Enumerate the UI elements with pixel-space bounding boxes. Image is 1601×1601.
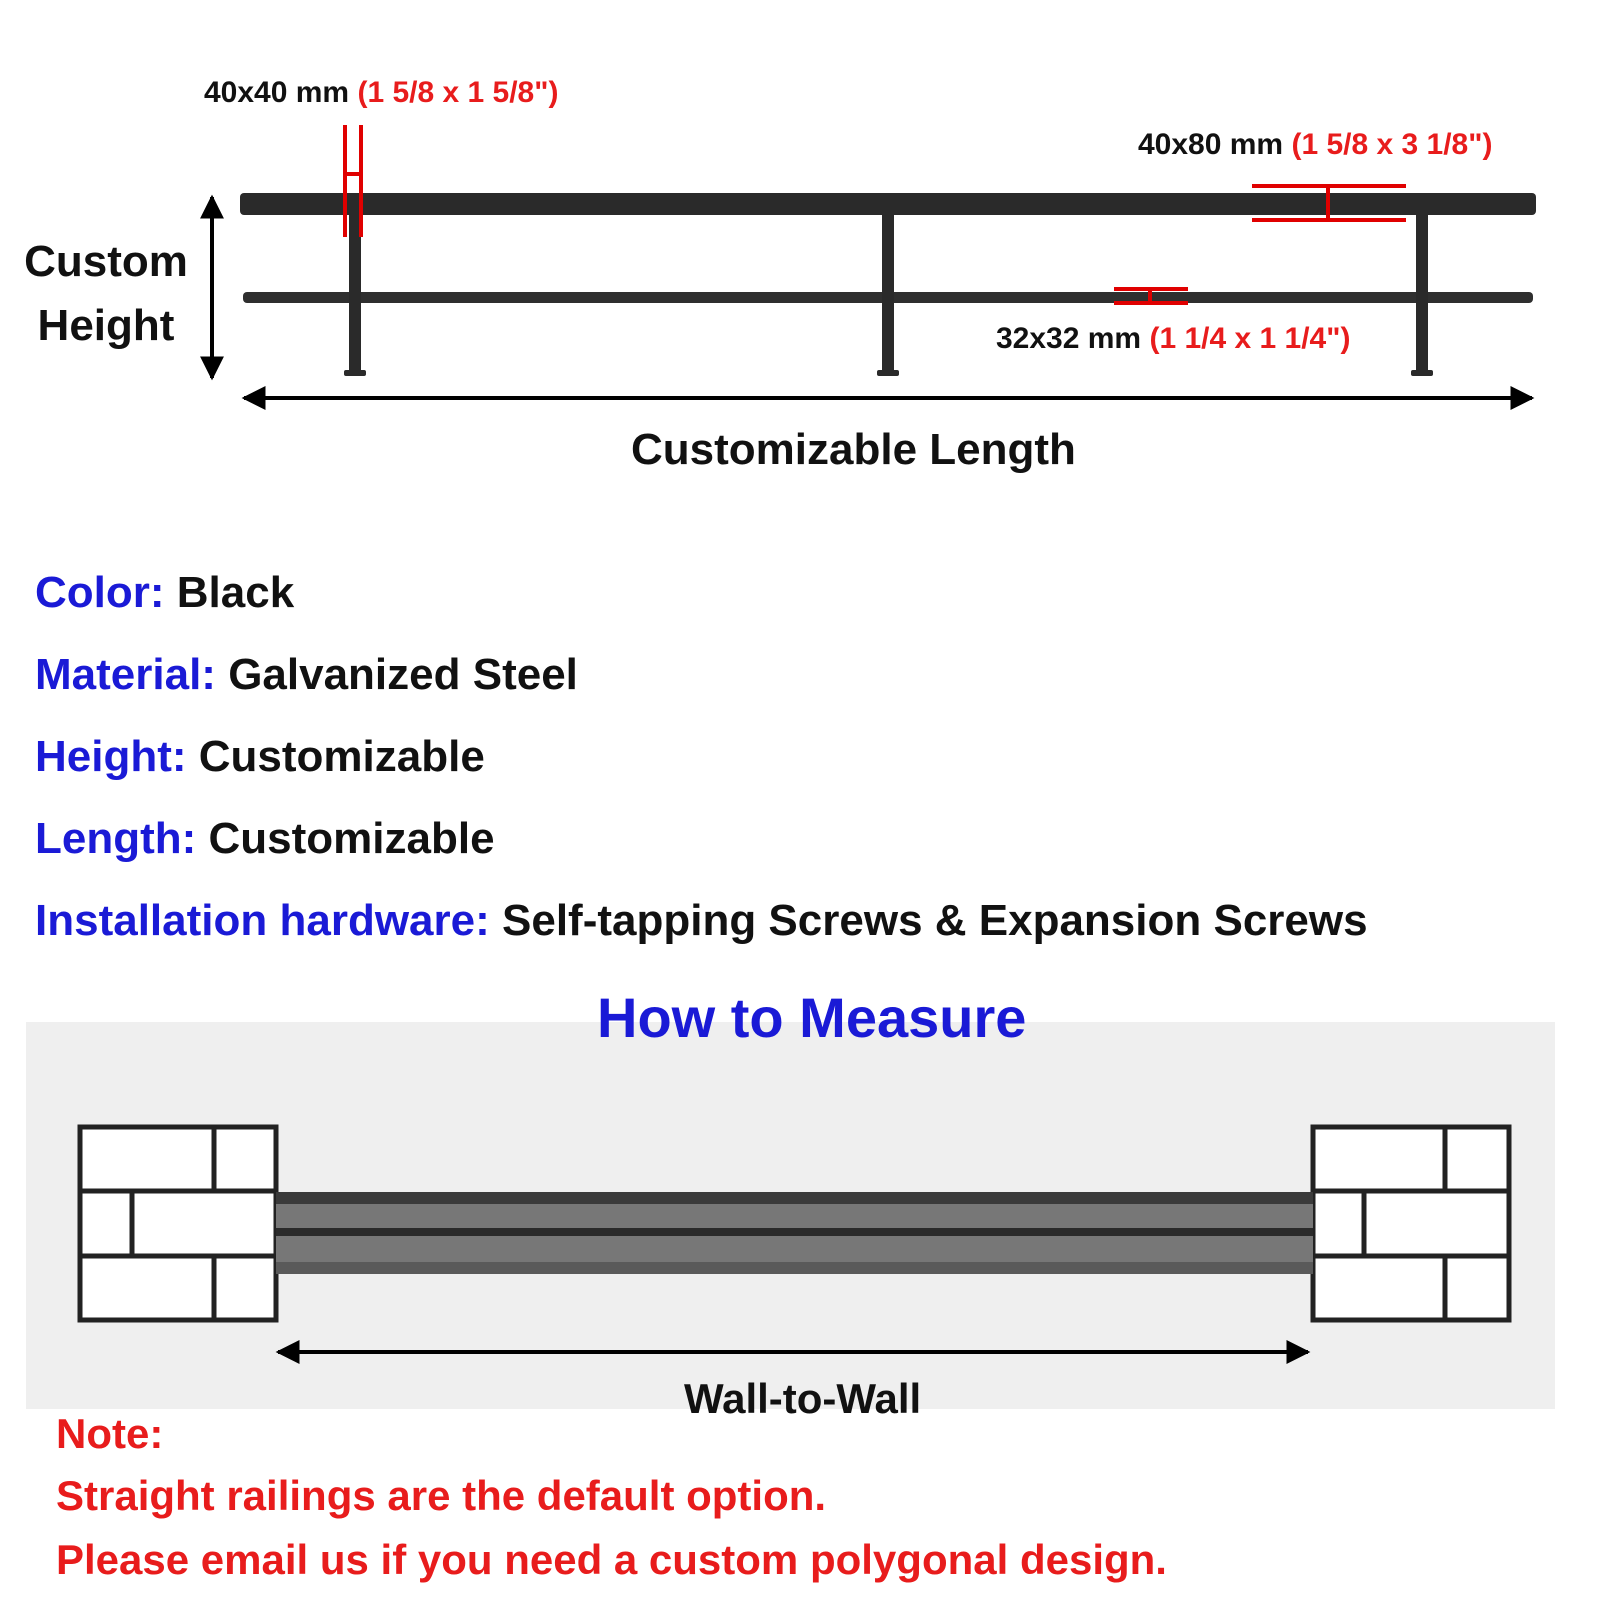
spec-height-label: Height: [35,732,187,781]
spec-material-label: Material: [35,650,216,699]
wall-to-wall-label: Wall-to-Wall [684,1375,922,1422]
note-line-1: Straight railings are the default option… [56,1472,827,1519]
how-to-measure-title: How to Measure [597,986,1027,1049]
left-wall [77,1124,279,1323]
top-rail-dimension-marker [1252,184,1406,222]
post-center [882,210,894,375]
mid-rail-dimension-imperial: (1 1/4 x 1 1/4") [1149,322,1351,355]
spec-material: Material: Galvanized Steel [35,650,578,700]
note-line-2: Please email us if you need a custom pol… [56,1536,1167,1583]
spec-installation-hardware: Installation hardware: Self-tapping Scre… [35,896,1368,946]
top-rail-dimension-metric: 40x80 mm [1138,128,1284,161]
spec-length: Length: Customizable [35,814,495,864]
custom-height-label: Custom Height [6,230,206,358]
spec-length-value: Customizable [208,814,495,863]
post-dimension-metric: 40x40 mm [204,76,350,109]
spec-color: Color: Black [35,568,294,618]
top-rail-dimension-label: 40x80 mm (1 5/8 x 3 1/8") [1138,128,1492,162]
post-dimension-label: 40x40 mm (1 5/8 x 1 5/8") [204,76,558,110]
customizable-length-label: Customizable Length [631,425,1076,474]
custom-height-line1: Custom [24,237,188,286]
note-heading: Note: [56,1410,164,1457]
spec-height-value: Customizable [198,732,485,781]
right-wall [1310,1124,1512,1323]
post-dimension-marker [343,125,363,237]
spec-length-label: Length: [35,814,197,863]
post-right [1416,210,1428,375]
top-rail [240,193,1536,215]
spec-installation-hardware-value: Self-tapping Screws & Expansion Screws [502,896,1368,945]
top-rail-dimension-imperial: (1 5/8 x 3 1/8") [1291,128,1493,161]
post-dimension-imperial: (1 5/8 x 1 5/8") [357,76,559,109]
spec-height: Height: Customizable [35,732,485,782]
mid-rail-dimension-marker [1114,287,1188,305]
custom-height-line2: Height [37,301,175,350]
spec-installation-hardware-label: Installation hardware: [35,896,490,945]
spec-material-value: Galvanized Steel [228,650,578,699]
spec-color-value: Black [176,568,295,617]
mid-rail-dimension-metric: 32x32 mm [996,322,1142,355]
spec-color-label: Color: [35,568,165,617]
post-left [349,210,361,375]
mid-rail-dimension-label: 32x32 mm (1 1/4 x 1 1/4") [996,322,1350,356]
